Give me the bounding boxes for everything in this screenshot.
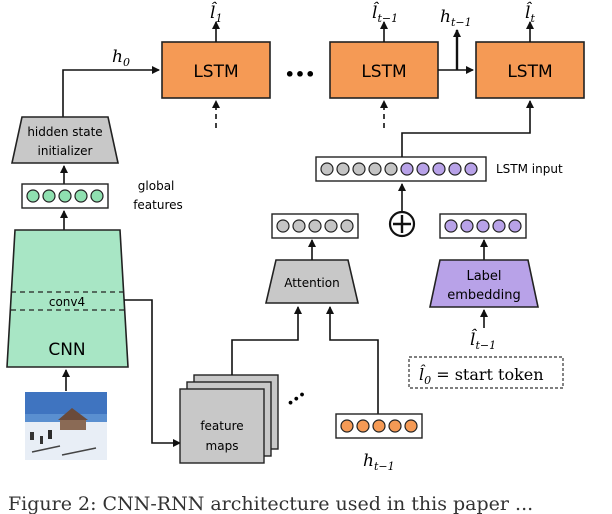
svg-text:LSTM: LSTM <box>193 62 238 82</box>
architecture-diagram: LSTM LSTM LSTM ••• l̂1 l̂t−1 l̂t ht−1 h0… <box>6 2 585 473</box>
cnn-block: conv4 CNN <box>6 229 129 368</box>
hidden-label-t-minus-1: ht−1 <box>440 7 472 29</box>
hidden-state-initializer: hidden state initializer <box>11 116 119 164</box>
lstm-input-vector <box>315 156 487 182</box>
global-features-label: global features <box>133 179 183 212</box>
svg-text:l̂0 = start token: l̂0 = start token <box>419 365 544 387</box>
attention-hidden-label: ht−1 <box>363 451 395 473</box>
svg-text:LSTM: LSTM <box>507 62 552 82</box>
svg-text:Label: Label <box>466 269 501 284</box>
input-image <box>25 392 107 460</box>
lstm-box-t: LSTM <box>475 41 585 99</box>
attention-module: Attention <box>264 259 360 304</box>
feature-maps-ellipsis: ••• <box>284 388 309 411</box>
output-label-t: l̂t <box>525 2 535 25</box>
label-embedding-vector <box>439 213 527 239</box>
svg-text:Attention: Attention <box>284 276 339 290</box>
hidden-label-0: h0 <box>112 47 130 69</box>
svg-text:maps: maps <box>206 439 239 453</box>
figure-caption: Figure 2: CNN-RNN architecture used in t… <box>8 494 534 514</box>
svg-text:LSTM: LSTM <box>361 62 406 82</box>
lstm-ellipsis: ••• <box>285 65 316 84</box>
start-token-note: l̂0 = start token <box>408 356 564 389</box>
output-label-1: l̂1 <box>210 2 222 25</box>
lstm-input-label: LSTM input <box>496 162 563 176</box>
global-features-vector <box>21 183 109 209</box>
attention-hidden-vector <box>335 413 423 439</box>
svg-text:feature: feature <box>200 419 243 433</box>
attention-output-vector <box>271 213 359 239</box>
output-label-t-minus-1: l̂t−1 <box>372 2 398 25</box>
svg-text:initializer: initializer <box>38 144 93 158</box>
label-embedding-module: Label embedding <box>429 259 539 308</box>
svg-text:embedding: embedding <box>447 288 521 303</box>
svg-text:hidden state: hidden state <box>27 125 102 139</box>
svg-text:conv4: conv4 <box>49 295 85 309</box>
lstm-box-1: LSTM <box>161 41 271 99</box>
feature-maps-stack: feature maps <box>179 374 279 464</box>
concat-plus-operator <box>388 210 416 238</box>
previous-label: l̂t−1 <box>470 329 496 352</box>
svg-text:CNN: CNN <box>48 340 85 360</box>
lstm-box-t-minus-1: LSTM <box>329 41 439 99</box>
